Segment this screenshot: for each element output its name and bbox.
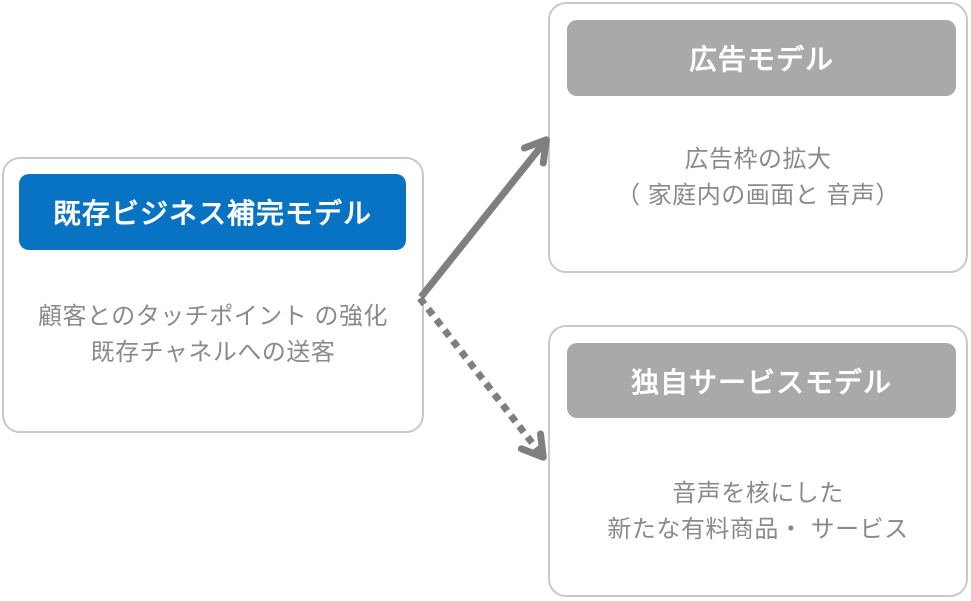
service-model-box-body-line2: 新たな有料商品・ サービス xyxy=(607,516,909,543)
source-box-header: 既存ビジネス補完モデル xyxy=(19,174,406,250)
source-box-body-line1: 顧客とのタッチポイント の強化 xyxy=(38,303,388,330)
ad-model-box-body-line1: 広告枠の拡大 xyxy=(684,146,832,173)
dotted-arrow xyxy=(417,296,547,461)
source-box: 既存ビジネス補完モデル 顧客とのタッチポイント の強化 既存チャネルへの送客 xyxy=(2,157,424,433)
source-box-body: 顧客とのタッチポイント の強化 既存チャネルへの送客 xyxy=(4,299,422,371)
service-model-box-body-line1: 音声を核にした xyxy=(672,480,844,507)
ad-model-box-body-line2: （ 家庭内の画面と 音声） xyxy=(616,182,900,209)
service-model-box-header: 独自サービスモデル xyxy=(567,343,956,418)
source-box-title: 既存ビジネス補完モデル xyxy=(52,198,372,229)
service-model-box-title: 独自サービスモデル xyxy=(630,366,892,398)
ad-model-box-body: 広告枠の拡大 （ 家庭内の画面と 音声） xyxy=(550,142,966,214)
solid-arrow xyxy=(418,136,550,300)
service-model-box: 独自サービスモデル 音声を核にした 新たな有料商品・ サービス xyxy=(548,325,968,597)
ad-model-box: 広告モデル 広告枠の拡大 （ 家庭内の画面と 音声） xyxy=(548,2,968,273)
ad-model-box-title: 広告モデル xyxy=(688,44,834,75)
service-model-box-body: 音声を核にした 新たな有料商品・ サービス xyxy=(550,476,966,548)
ad-model-box-header: 広告モデル xyxy=(567,20,956,96)
source-box-body-line2: 既存チャネルへの送客 xyxy=(90,339,336,366)
